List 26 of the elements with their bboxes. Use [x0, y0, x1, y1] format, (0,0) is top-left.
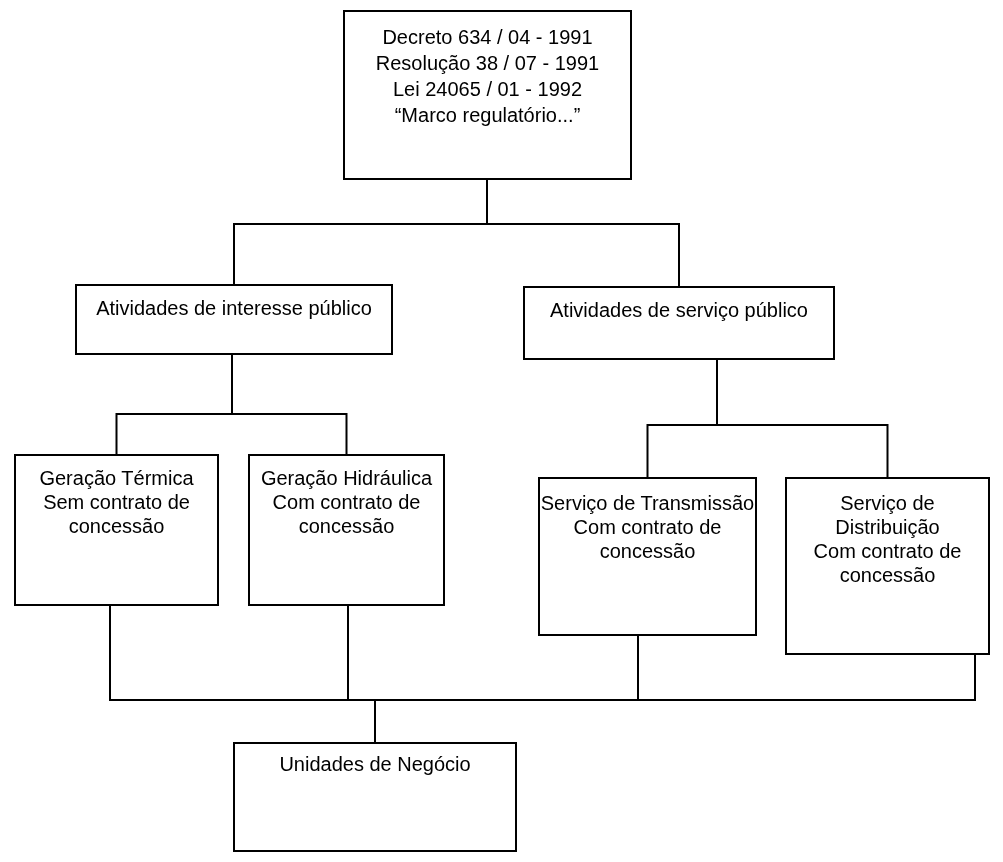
node-text: Com contrato de concessão: [812, 539, 963, 587]
node-text: Com contrato de concessão: [271, 490, 422, 538]
node-text: Atividades de serviço público: [550, 298, 808, 322]
node-text: Lei 24065 / 01 - 1992: [392, 77, 582, 102]
connector-line: [231, 354, 348, 455]
text-box: [343, 10, 632, 180]
node-text: Geração Térmica: [39, 466, 194, 490]
node-text: Geração Hidráulica: [260, 466, 433, 490]
node-text: Resolução 38 / 07 - 1991: [375, 51, 600, 76]
node-text: Sem contrato de concessão: [42, 490, 191, 538]
node-text: Unidades de Negócio: [279, 752, 471, 776]
text-box: [523, 286, 835, 360]
node-text: Atividades de interesse público: [96, 296, 372, 320]
text-box: [14, 454, 219, 606]
text-box: [785, 477, 990, 655]
text-box: [75, 284, 393, 355]
node-text: Serviço de Distribuição: [834, 491, 941, 539]
node-text: “Marco regulatório...”: [394, 103, 581, 128]
node-text: Decreto 634 / 04 - 1991: [382, 25, 593, 50]
connector-line: [716, 359, 889, 478]
node-text: Serviço de Transmissão: [540, 491, 755, 515]
text-box: [538, 477, 757, 636]
text-box: [248, 454, 445, 606]
connector-line: [486, 179, 680, 287]
node-text: Com contrato de concessão: [572, 515, 723, 563]
text-box: [233, 742, 517, 852]
